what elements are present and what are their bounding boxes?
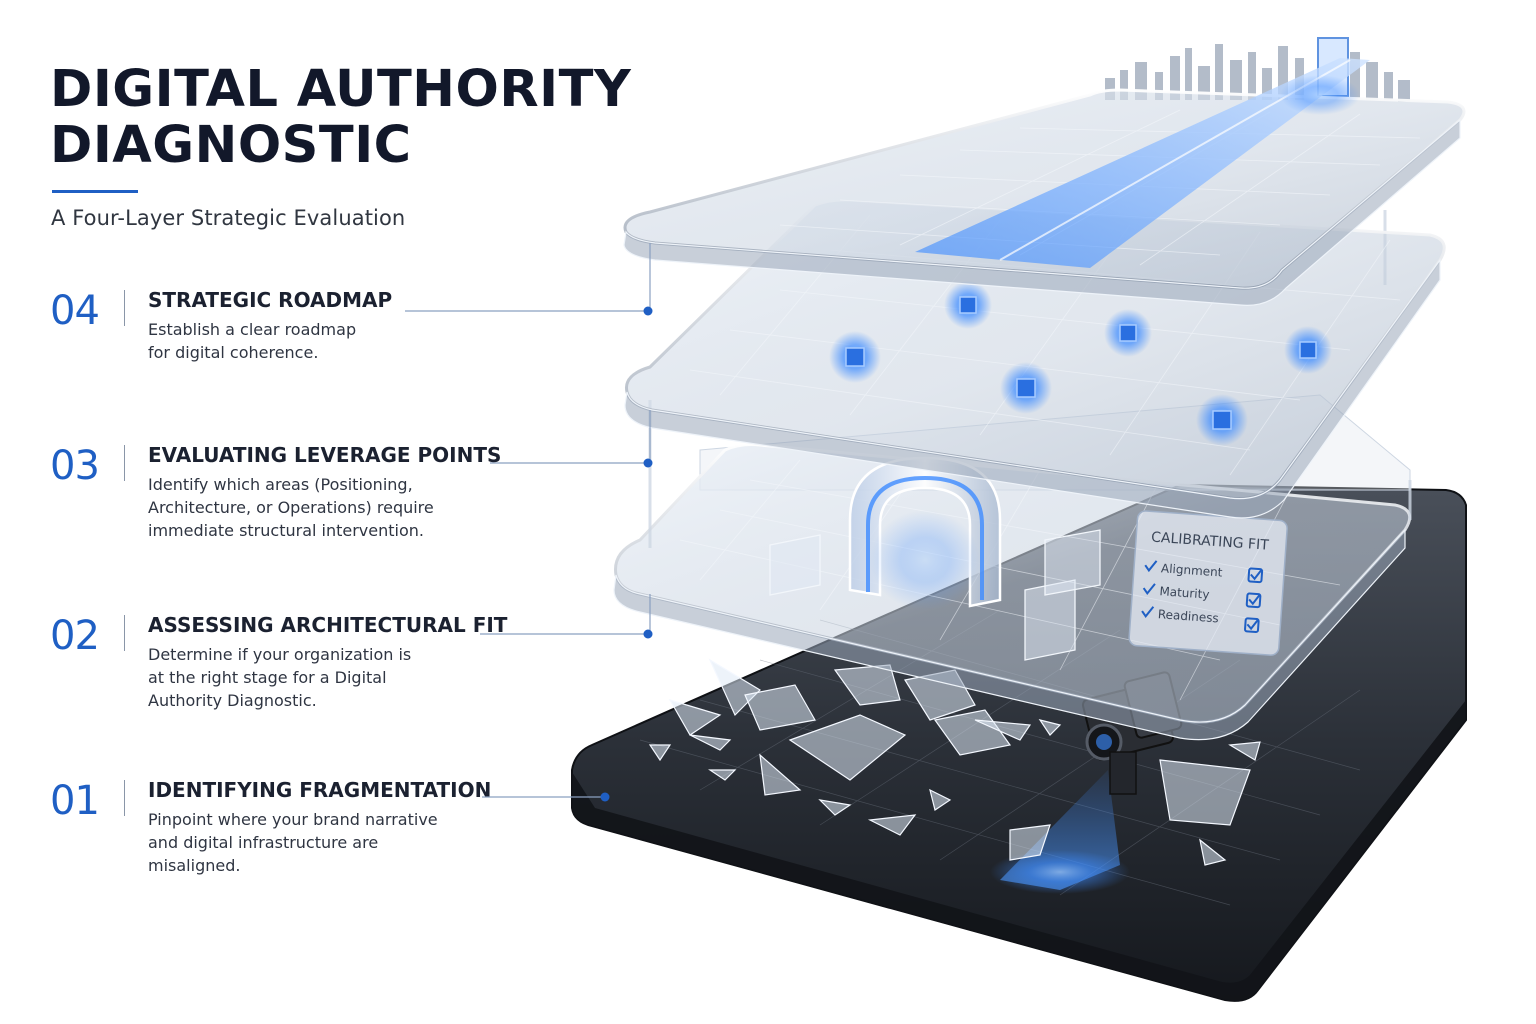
step-divider (124, 290, 125, 326)
step-number: 01 (50, 778, 100, 824)
check-icon (1248, 594, 1261, 606)
page-subtitle: A Four-Layer Strategic Evaluation (51, 206, 406, 230)
roadmap-layer (623, 37, 1466, 306)
step-divider (124, 615, 125, 651)
leverage-nodes (829, 281, 1332, 446)
title-line-2: DIAGNOSTIC (50, 116, 412, 175)
step-number: 02 (50, 613, 100, 659)
step-number: 04 (50, 288, 100, 334)
check-icon (1246, 619, 1259, 631)
step-description: Establish a clear roadmap for digital co… (148, 318, 448, 364)
panel-item-readiness: Readiness (1157, 607, 1219, 625)
check-icon (1141, 606, 1155, 618)
calibrating-fit-panel: CALIBRATING FIT Alignment Maturity Readi… (1128, 510, 1288, 656)
panel-item-maturity: Maturity (1159, 584, 1210, 601)
check-icon (1142, 583, 1156, 596)
glass-shards (648, 658, 1261, 866)
step-description-line: Establish a clear roadmap (148, 320, 357, 339)
step-divider (124, 780, 125, 816)
step-divider (124, 445, 125, 481)
step-description: Determine if your organization is at the… (148, 643, 448, 712)
step-description: Identify which areas (Positioning, Archi… (148, 473, 448, 542)
step-number: 03 (50, 443, 100, 489)
page-title: DIGITAL AUTHORITY DIAGNOSTIC (50, 62, 631, 174)
step-title: IDENTIFYING FRAGMENTATION (148, 778, 492, 802)
connector-dot (643, 629, 653, 639)
checkbox-icon (1244, 617, 1260, 634)
check-icon (1250, 569, 1262, 581)
step-description-line: Pinpoint where your brand narrative (148, 810, 438, 829)
roadmap-path (915, 58, 1370, 268)
step-description-line: and digital infrastructure are (148, 833, 379, 852)
title-line-1: DIGITAL AUTHORITY (50, 60, 632, 119)
panel-item-alignment: Alignment (1161, 561, 1224, 579)
connector-dot (643, 306, 653, 316)
step-title: EVALUATING LEVERAGE POINTS (148, 443, 502, 467)
checkbox-icon (1245, 592, 1262, 609)
step-title: STRATEGIC ROADMAP (148, 288, 393, 312)
title-underline (52, 190, 138, 193)
step-description-line: for digital coherence. (148, 343, 319, 362)
connector-lines (405, 243, 653, 802)
step-description: Pinpoint where your brand narrative and … (148, 808, 448, 877)
step-description-line: Architecture, or Operations) require (148, 498, 434, 517)
connector-dot (600, 792, 610, 802)
step-description-line: Determine if your organization is (148, 645, 412, 664)
step-description-line: immediate structural intervention. (148, 521, 424, 540)
step-title: ASSESSING ARCHITECTURAL FIT (148, 613, 508, 637)
step-description-line: Authority Diagnostic. (148, 691, 317, 710)
checkbox-icon (1247, 567, 1264, 584)
step-description-line: Identify which areas (Positioning, (148, 475, 413, 494)
check-icon (1144, 560, 1158, 573)
step-description-line: misaligned. (148, 856, 241, 875)
connector-dot (643, 458, 653, 468)
step-description-line: at the right stage for a Digital (148, 668, 387, 687)
